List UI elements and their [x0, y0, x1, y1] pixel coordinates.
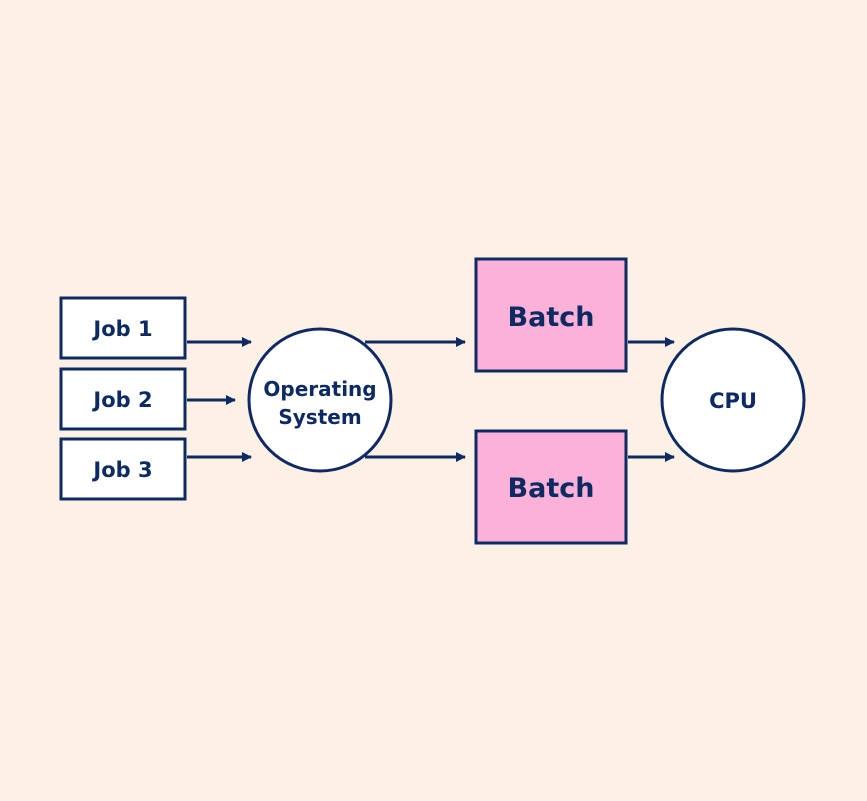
batch-1-node: Batch	[474, 257, 628, 373]
job-2-node: Job 2	[59, 367, 187, 431]
job-1-node: Job 1	[59, 296, 187, 360]
batch-2-node: Batch	[474, 429, 628, 545]
job-1-box	[59, 296, 187, 360]
batch-2-label: Batch	[508, 473, 595, 504]
cpu-circle	[660, 327, 806, 473]
operating-system-label-line2: System	[278, 405, 361, 429]
job-1-label: Job 1	[91, 317, 152, 341]
job-3-box	[59, 437, 187, 501]
job-2-label: Job 2	[91, 388, 152, 412]
batch-2-box	[474, 429, 628, 545]
operating-system-node: Operating System	[247, 327, 393, 473]
operating-system-circle	[247, 327, 393, 473]
job-2-box	[59, 367, 187, 431]
cpu-node: CPU	[660, 327, 806, 473]
operating-system-label-line1: Operating	[263, 377, 376, 401]
job-3-label: Job 3	[91, 458, 152, 482]
job-3-node: Job 3	[59, 437, 187, 501]
cpu-label: CPU	[709, 389, 757, 413]
batch-1-box	[474, 257, 628, 373]
batch-1-label: Batch	[508, 302, 595, 333]
